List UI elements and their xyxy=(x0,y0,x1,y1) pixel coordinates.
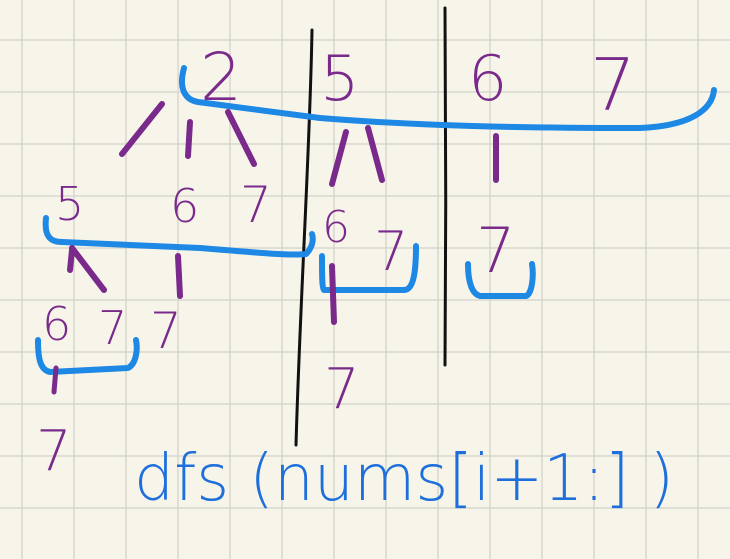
level1-branches xyxy=(119,101,499,187)
l3-digit-6: 6 xyxy=(42,297,71,351)
root-digit-6: 6 xyxy=(468,42,507,115)
root-digit-5: 5 xyxy=(320,42,359,115)
divider-line-2 xyxy=(443,6,448,367)
l2-digit-7: 7 xyxy=(240,176,272,234)
l3-digit-7b: 7 xyxy=(150,302,182,360)
l2-digit-7c: 7 xyxy=(476,214,515,287)
leaf-digit-7: 7 xyxy=(36,419,72,484)
l3-digit-7c: 7 xyxy=(324,357,360,422)
level2-branches xyxy=(67,245,337,325)
l3-branch xyxy=(51,365,59,395)
l3-digit-7: 7 xyxy=(98,301,127,355)
root-digit-7: 7 xyxy=(590,43,636,127)
l2-digit-5: 5 xyxy=(55,177,84,231)
l2-digit-6: 6 xyxy=(170,179,199,233)
dfs-caption: dfs (nums[i+1:] ) xyxy=(134,442,674,516)
l2-digit-7b: 7 xyxy=(374,220,408,283)
l2-bracket-left xyxy=(42,215,316,258)
l2-bracket-right xyxy=(465,261,536,299)
divider-line-1 xyxy=(294,28,314,447)
l3-bracket xyxy=(35,337,140,375)
l2-bracket-middle xyxy=(319,243,419,293)
root-bracket xyxy=(178,65,717,131)
l2-digit-6b: 6 xyxy=(322,202,350,253)
